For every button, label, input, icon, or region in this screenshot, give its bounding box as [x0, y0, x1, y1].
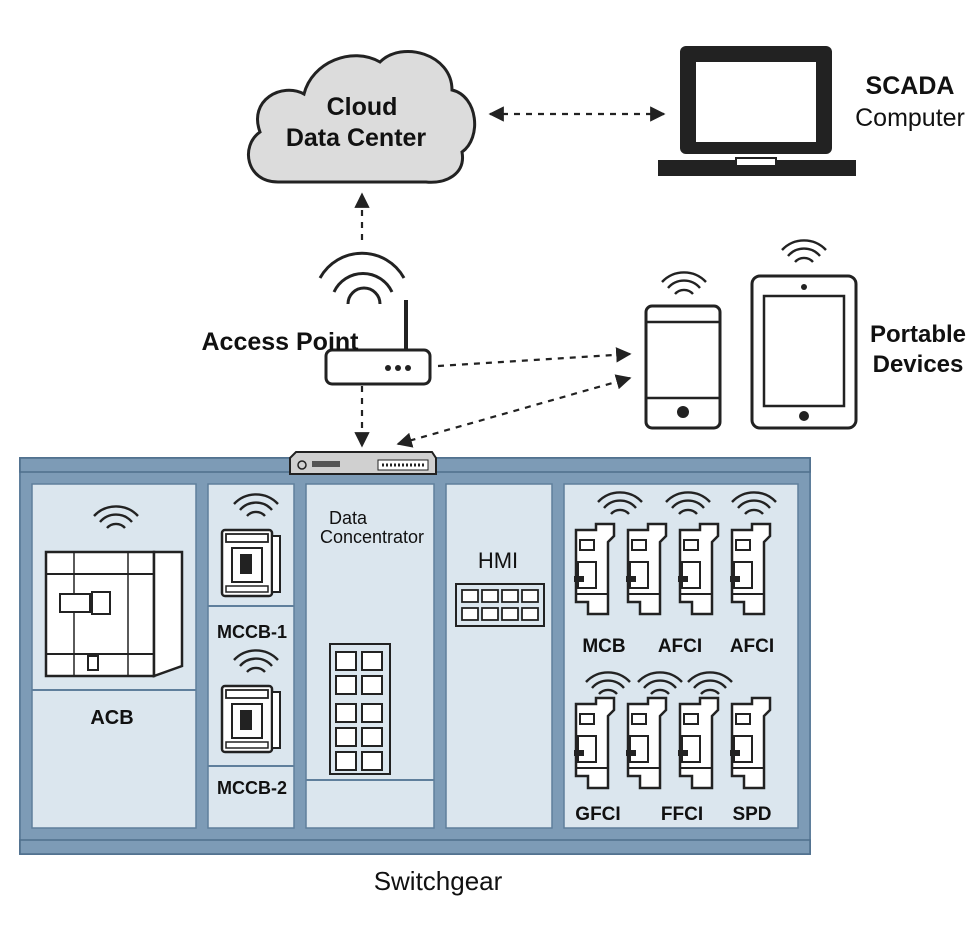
concentrator-module-grid	[329, 643, 391, 775]
hmi-label: HMI	[478, 548, 518, 573]
portable-label-line2: Devices	[873, 351, 964, 378]
portable-label-line1: Portable	[870, 321, 966, 348]
tablet-icon	[750, 274, 858, 430]
wifi-icon-phone	[660, 271, 708, 296]
breaker-label-mcb: MCB	[582, 636, 625, 657]
access-point-label: Access Point	[201, 328, 359, 356]
breaker-label-afci-2: AFCI	[730, 636, 774, 657]
mccb2-breaker-icon	[220, 684, 282, 754]
wifi-icon-access-point	[318, 251, 406, 305]
cloud-label-line2: Data Center	[286, 124, 427, 152]
hmi-panel-icon	[455, 583, 545, 627]
breaker-label-afci-1: AFCI	[658, 636, 702, 657]
arrow-concentrator-devices	[396, 374, 632, 448]
switchgear-label: Switchgear	[374, 866, 503, 896]
data-concentrator-device-icon	[289, 451, 437, 475]
arrow-ap-phone	[437, 347, 632, 368]
afci-breaker-icon-1	[624, 522, 668, 616]
laptop-icon	[658, 46, 856, 176]
mccb1-breaker-icon	[220, 528, 282, 598]
breaker-label-spd: SPD	[732, 804, 771, 825]
gfci-breaker-icon	[572, 696, 616, 790]
mccb1-label: MCCB-1	[217, 622, 287, 642]
spd-breaker-icon	[728, 696, 772, 790]
concentrator-label-line2: Concentrator	[320, 527, 424, 547]
scada-label-line2: Computer	[855, 104, 965, 132]
breaker-label-gfci: GFCI	[575, 804, 620, 825]
mccb2-label: MCCB-2	[217, 778, 287, 798]
router-icon	[324, 300, 432, 386]
breaker-label-ffci: FFCI	[661, 804, 703, 825]
ffci-breaker-icon-1	[624, 696, 668, 790]
phone-icon	[644, 304, 722, 430]
concentrator-label-line1: Data	[329, 508, 368, 528]
ffci-breaker-icon-2	[676, 696, 720, 790]
scada-label-line1: SCADA	[866, 72, 955, 100]
wifi-icon-tablet	[780, 239, 828, 264]
acb-breaker-icon	[44, 550, 184, 678]
afci-breaker-icon-3	[728, 522, 772, 616]
mcb-breaker-icon	[572, 522, 616, 616]
cloud-label-line1: Cloud	[327, 93, 398, 121]
acb-label: ACB	[90, 707, 133, 729]
cloud-shape	[246, 50, 477, 184]
afci-breaker-icon-2	[676, 522, 720, 616]
